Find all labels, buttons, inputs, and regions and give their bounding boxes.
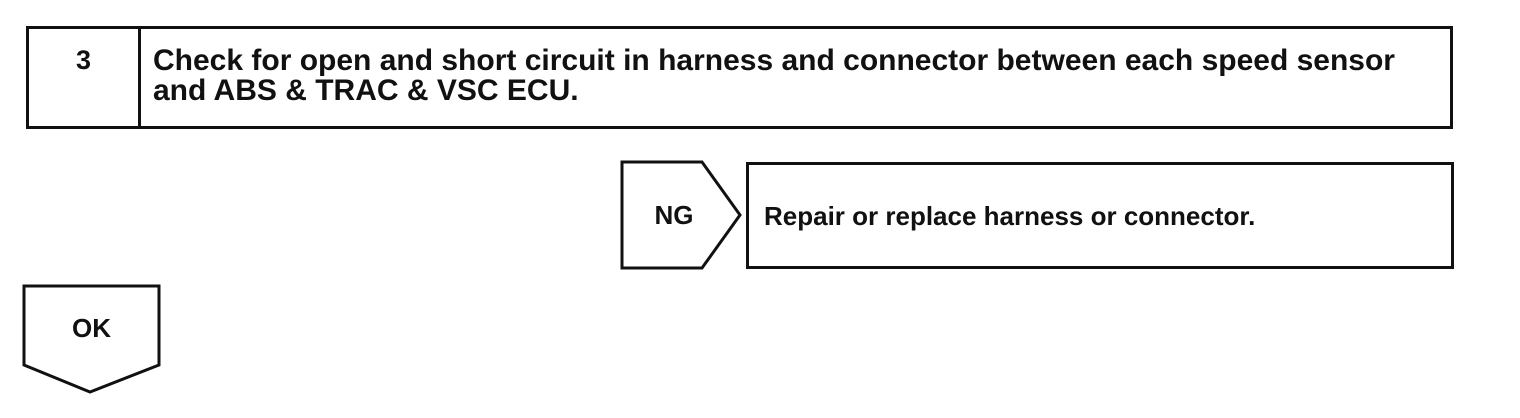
step-number: 3 [29,29,141,126]
step-box: 3 Check for open and short circuit in ha… [26,26,1453,129]
ng-action-box: Repair or replace harness or connector. [746,162,1454,269]
ok-arrow-shape [22,284,161,394]
step-description: Check for open and short circuit in harn… [153,44,1395,107]
ng-action-text: Repair or replace harness or connector. [764,200,1256,231]
ng-arrow-shape [620,160,742,270]
ok-label: OK [72,313,111,343]
ng-label: NG [654,200,694,230]
